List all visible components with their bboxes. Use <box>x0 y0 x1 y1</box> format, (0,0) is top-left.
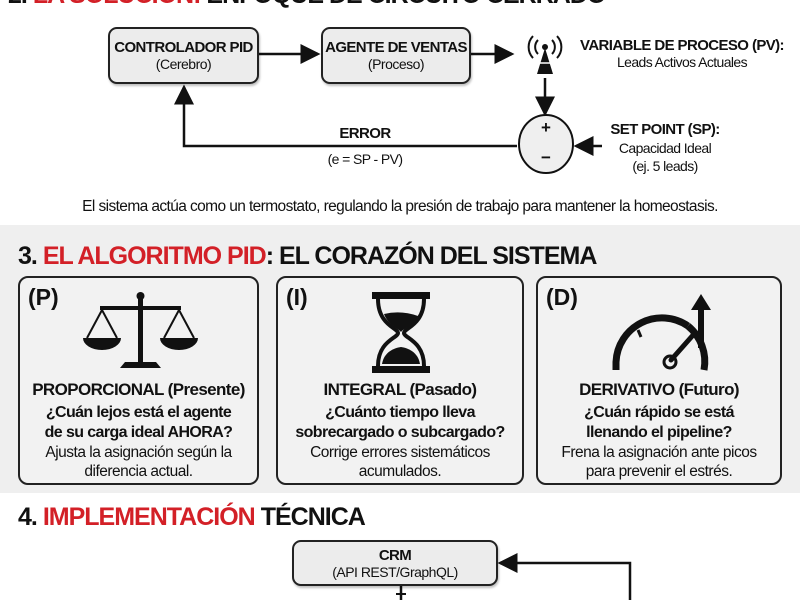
crm-box: CRM(API REST/GraphQL) <box>292 540 498 586</box>
card-letter: (P) <box>28 284 59 310</box>
card-derivative: (D) DERIVATIVO (Futuro) ¿Cuán rápido se … <box>536 276 782 485</box>
antenna-icon <box>527 35 563 74</box>
card-title: DERIVATIVO (Futuro) <box>579 380 739 399</box>
minus-sign: − <box>541 148 551 167</box>
section4-title: 4. IMPLEMENTACIÓN TÉCNICA <box>18 503 366 531</box>
error-label: ERROR <box>339 125 391 142</box>
arrow-error-feedback <box>174 84 517 148</box>
error-formula: (e = SP - PV) <box>327 151 403 167</box>
sp-label: SET POINT (SP):Capacidad Ideal(ej. 5 lea… <box>610 121 720 174</box>
card-letter: (I) <box>286 284 308 310</box>
loop-diagram-lines <box>174 35 602 174</box>
section3-title: 3. EL ALGORITMO PID: EL CORAZÓN DEL SIST… <box>18 242 597 270</box>
card-title: INTEGRAL (Pasado) <box>323 380 478 399</box>
card-letter: (D) <box>546 284 578 310</box>
speedometer-arrow-icon <box>612 294 711 371</box>
pv-label: VARIABLE DE PROCESO (PV):Leads Activos A… <box>580 37 785 70</box>
section2-caption: El sistema actúa como un termostato, reg… <box>82 198 718 215</box>
card-title: PROPORCIONAL (Presente) <box>32 380 245 399</box>
section3: 3. EL ALGORITMO PID: EL CORAZÓN DEL SIST… <box>0 225 800 493</box>
plus-sign: + <box>541 118 551 137</box>
card-proportional: (P) PROPORCIONAL (Presente) ¿Cuán lejos … <box>18 276 259 485</box>
implementation-lines <box>396 553 632 600</box>
hourglass-icon <box>372 292 430 373</box>
agent-box: AGENTE DE VENTAS(Proceso) <box>321 27 471 84</box>
summing-junction <box>518 114 574 174</box>
controller-box: CONTROLADOR PID(Cerebro) <box>108 27 259 84</box>
section2-title: 2. LA SOLUCIÓN: ENFOQUE DE CIRCUITO CERR… <box>8 0 606 10</box>
card-integral: (I) INTEGRAL (Pasado) ¿Cuánto tiempo lle… <box>276 276 524 485</box>
scales-icon <box>83 292 198 368</box>
